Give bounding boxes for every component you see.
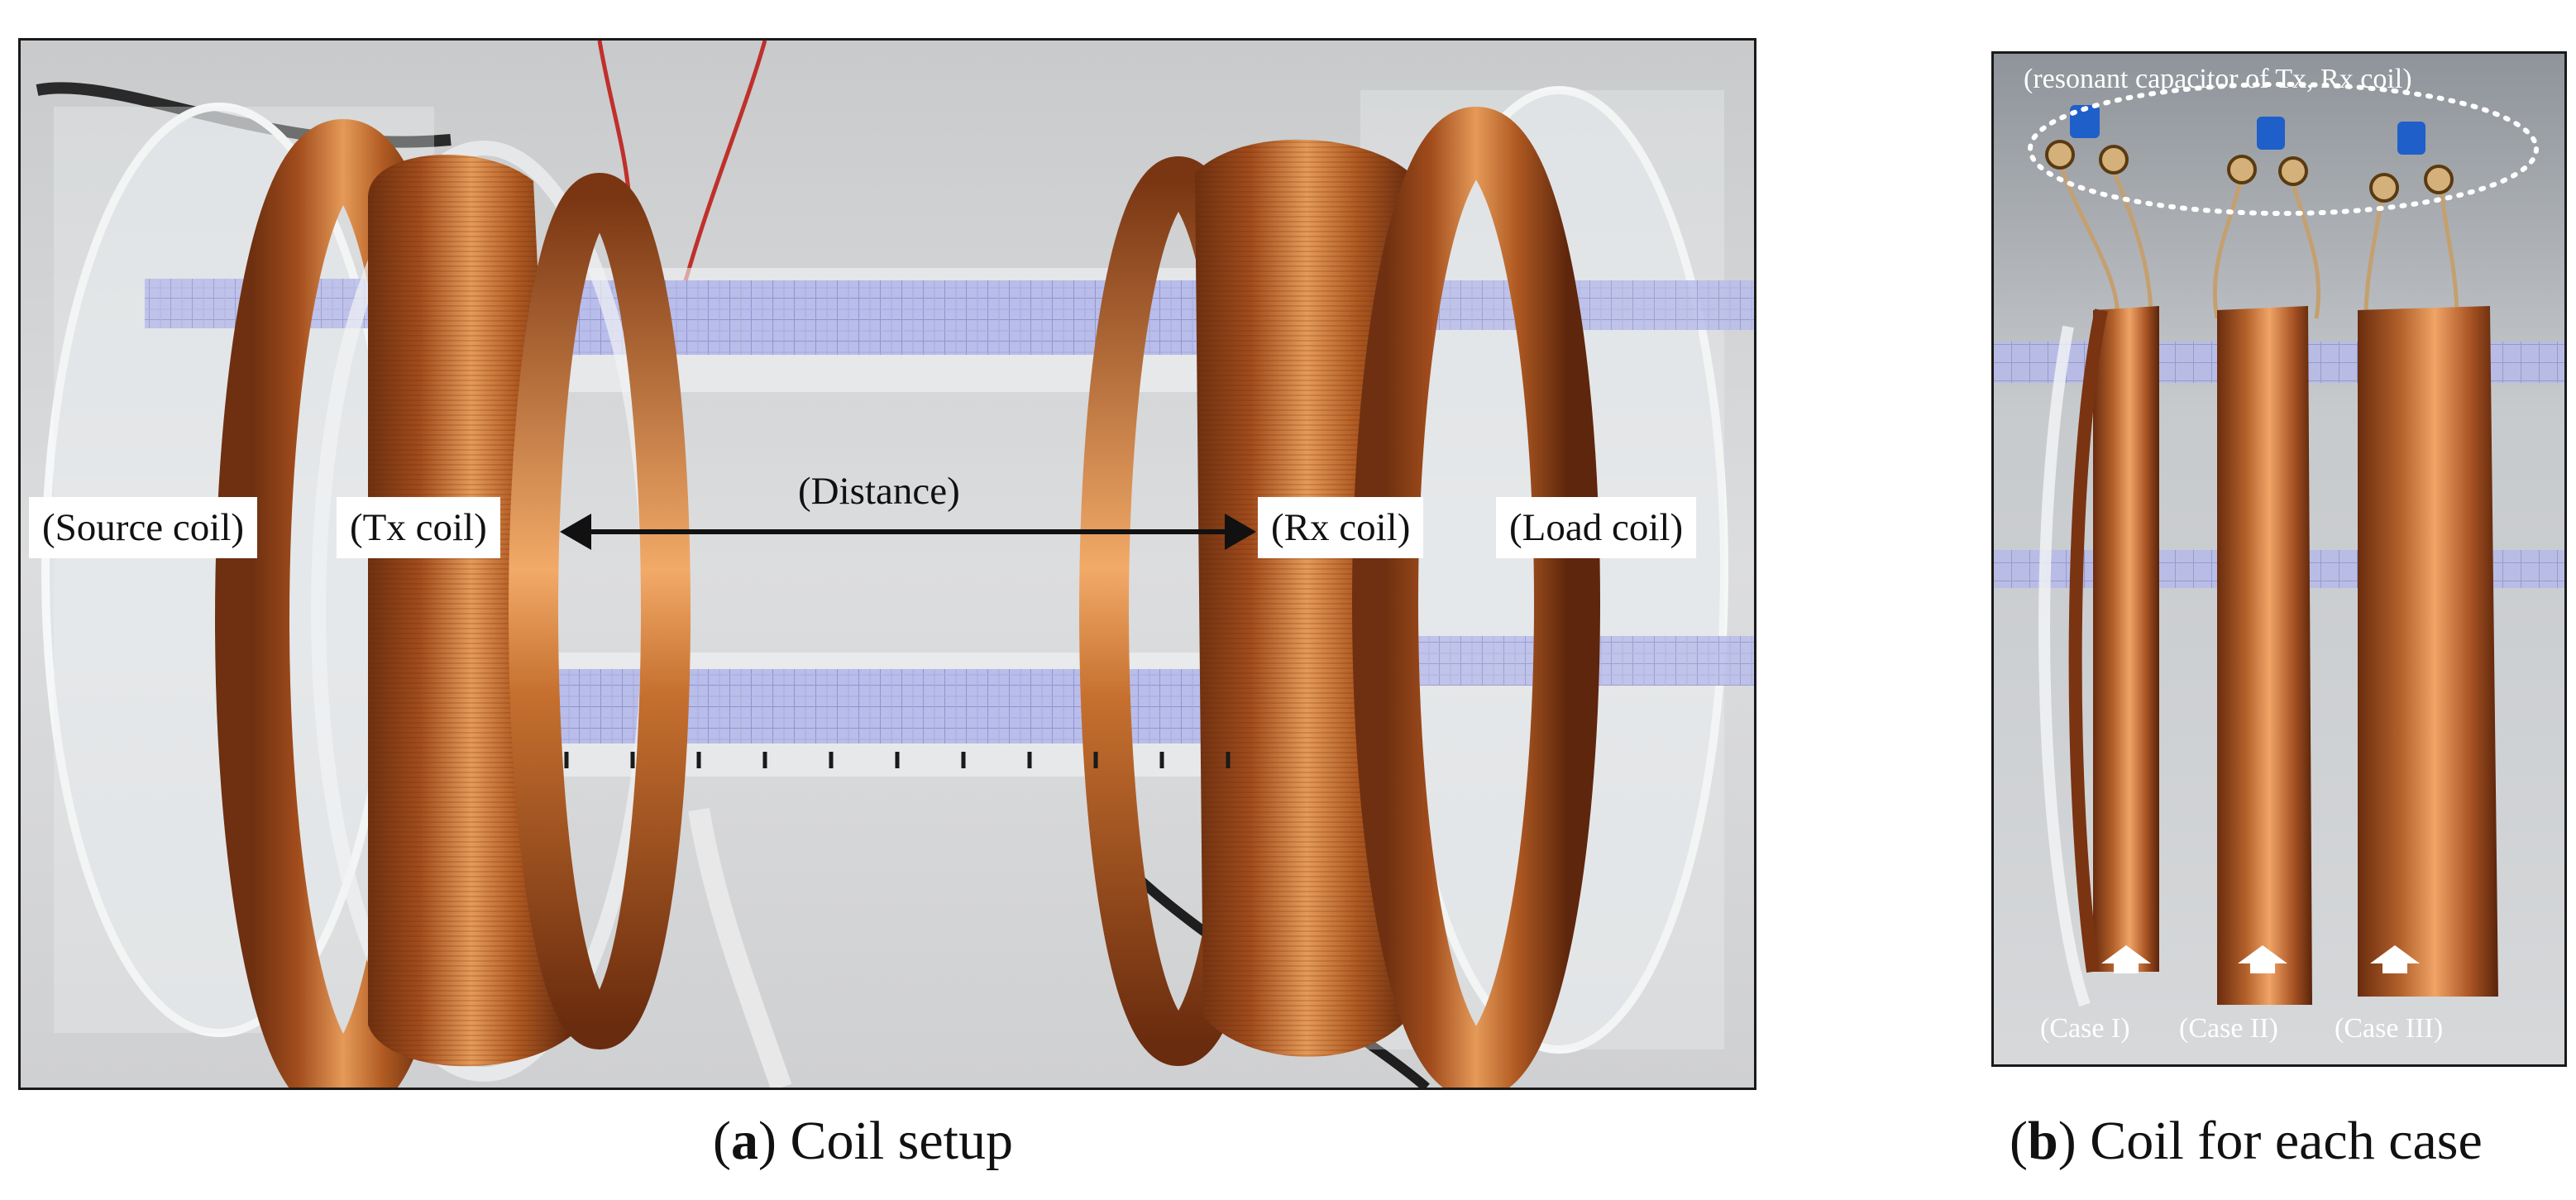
case-1-label: (Case I) (2040, 1013, 2130, 1044)
case-3-label: (Case III) (2335, 1013, 2444, 1044)
distance-label: (Distance) (798, 470, 960, 513)
coil-cases-illustration (1994, 54, 2564, 1064)
load-coil-label: (Load coil) (1496, 497, 1697, 559)
caption-b: (b) Coil for each case (2010, 1111, 2483, 1171)
caption-b-letter: b (2027, 1111, 2058, 1171)
tx-coil-label: (Tx coil) (337, 497, 500, 559)
caption-a: (a) Coil setup (713, 1111, 1013, 1171)
caption-a-text: Coil setup (790, 1111, 1013, 1171)
capacitor-label: (resonant capacitor of Tx, Rx coil) (2024, 64, 2412, 94)
source-coil-label: (Source coil) (29, 497, 258, 559)
caption-a-letter: a (730, 1111, 758, 1171)
case-2-label: (Case II) (2179, 1013, 2278, 1044)
coil-setup-illustration (21, 41, 1754, 1088)
coil-setup-photo: (Source coil) (Tx coil) (Distance) (Rx c… (18, 38, 1756, 1090)
coil-cases-photo: (resonant capacitor of Tx, Rx coil) (Cas… (1991, 51, 2567, 1067)
caption-b-text: Coil for each case (2090, 1111, 2483, 1171)
rx-coil-label: (Rx coil) (1258, 497, 1424, 559)
